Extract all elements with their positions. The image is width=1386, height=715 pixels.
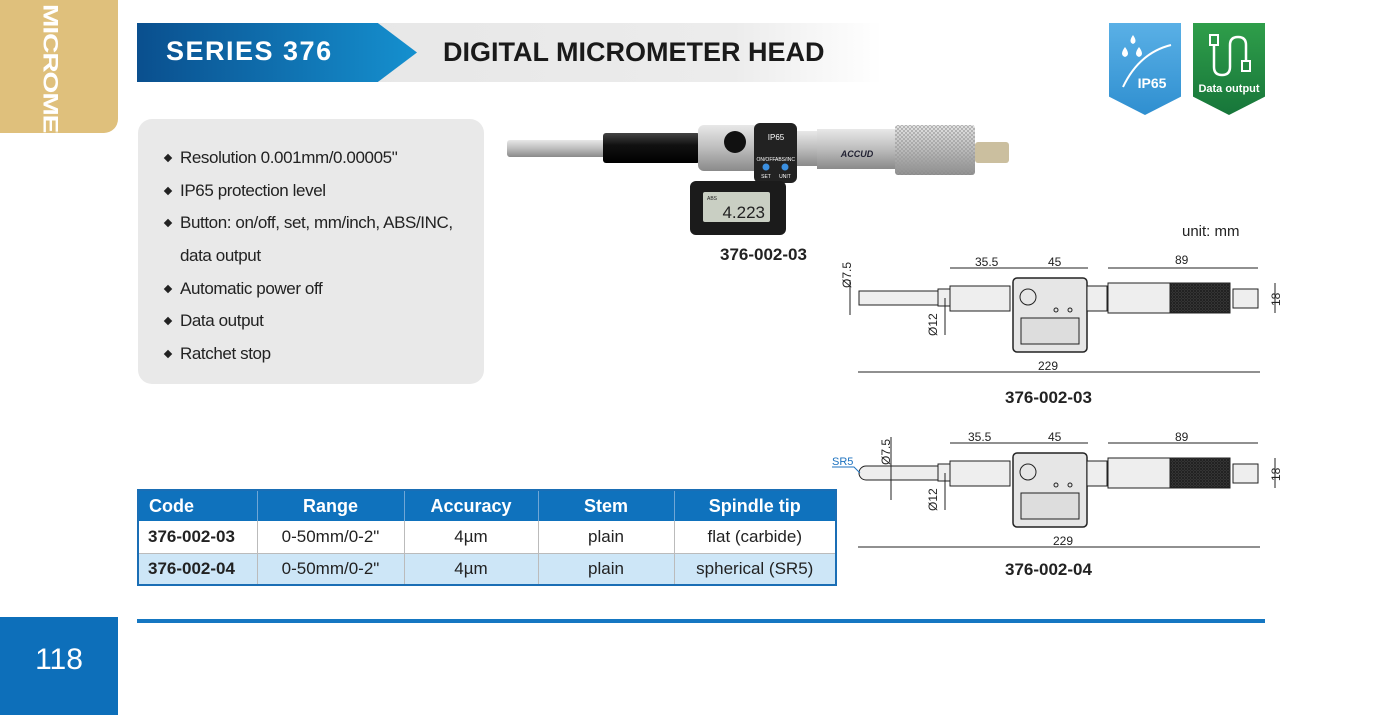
lcd-value: 4.223 [722,203,765,222]
section-tab-label: MICROMETER [38,4,62,186]
product-photo: IP65 ON/OFF ABS/INC SET UNIT ABS 4.223 A… [507,123,1009,235]
spec-table: Code Range Accuracy Stem Spindle tip 376… [137,489,837,586]
photo-caption: 376-002-03 [720,245,807,264]
cell-code: 376-002-04 [138,553,258,585]
cell-accuracy: 4µm [404,553,539,585]
dim-thimble-length: 89 [1175,430,1189,444]
page-number: 118 [0,617,118,715]
dim-stem-diameter: Ø12 [926,313,940,336]
drawing-caption: 376-002-03 [1005,388,1092,407]
data-output-label: Data output [1198,83,1260,95]
feature-item: Data output [180,311,264,330]
dim-height: 18 [1269,467,1283,481]
feature-item: Resolution 0.001mm/0.00005" [180,148,398,167]
onoff-label: ON/OFF [757,157,776,163]
cell-range: 0-50mm/0-2" [257,521,405,554]
dim-spindle-diameter: Ø7.5 [879,439,893,465]
table-row: 376-002-04 0-50mm/0-2" 4µm plain spheric… [138,553,836,585]
cell-spindle-tip: flat (carbide) [674,521,836,554]
dim-total-length: 229 [1053,534,1073,548]
ip65-badge: IP65 [1109,23,1181,115]
dim-height: 18 [1269,292,1283,306]
col-header-spindle-tip: Spindle tip [674,490,836,521]
cell-stem: plain [538,553,675,585]
dim-stem-length: 35.5 [975,255,999,269]
feature-item-continued: data output [180,246,261,265]
water-drops-icon [1122,35,1172,88]
dim-body-width: 45 [1048,430,1062,444]
cell-stem: plain [538,521,675,554]
data-output-badge: Data output [1193,23,1265,115]
col-header-code: Code [138,490,258,521]
feature-item: Ratchet stop [180,344,271,363]
page-title: DIGITAL MICROMETER HEAD [443,37,825,67]
section-tab: MICROMETER [0,0,118,185]
drawing-376-002-03: 35.5 45 89 229 18 Ø7.5 Ø12 [840,253,1283,373]
ip65-logo: IP65 [768,133,785,142]
cell-accuracy: 4µm [404,521,539,554]
series-label: SERIES 376 [166,36,333,66]
series-arrow [137,23,417,82]
ip65-label: IP65 [1137,75,1167,91]
table-row: 376-002-03 0-50mm/0-2" 4µm plain flat (c… [138,521,836,554]
cell-spindle-tip: spherical (SR5) [674,553,836,585]
col-header-stem: Stem [538,490,675,521]
set-button-icon [762,163,770,171]
brand-label: ACCUD [840,149,874,159]
dim-body-width: 45 [1048,255,1062,269]
col-header-range: Range [257,490,405,521]
drawing-376-002-04: SR5 35.5 45 89 229 18 Ø7.5 Ø12 [832,430,1283,548]
col-header-accuracy: Accuracy [404,490,539,521]
set-label: SET [761,174,771,180]
feature-item: Button: on/off, set, mm/inch, ABS/INC, [180,213,453,232]
dim-thimble-length: 89 [1175,253,1189,267]
unit-label: UNIT [779,174,791,180]
cell-range: 0-50mm/0-2" [257,553,405,585]
lcd-mode: ABS [707,196,718,202]
footer-divider [137,619,1265,623]
feature-item: IP65 protection level [180,181,326,200]
dim-stem-length: 35.5 [968,430,992,444]
tip-radius-label: SR5 [832,456,853,468]
absinc-label: ABS/INC [775,157,795,163]
drawing-caption: 376-002-04 [1005,560,1092,579]
feature-item: Automatic power off [180,279,323,298]
cable-icon [1209,34,1251,77]
unit-button-icon [781,163,789,171]
dim-spindle-diameter: Ø7.5 [840,262,854,288]
dim-total-length: 229 [1038,359,1058,373]
cell-code: 376-002-03 [138,521,258,554]
features-box: Resolution 0.001mm/0.00005" IP65 protect… [138,119,484,384]
unit-note: unit: mm [1182,223,1240,240]
dim-stem-diameter: Ø12 [926,488,940,511]
